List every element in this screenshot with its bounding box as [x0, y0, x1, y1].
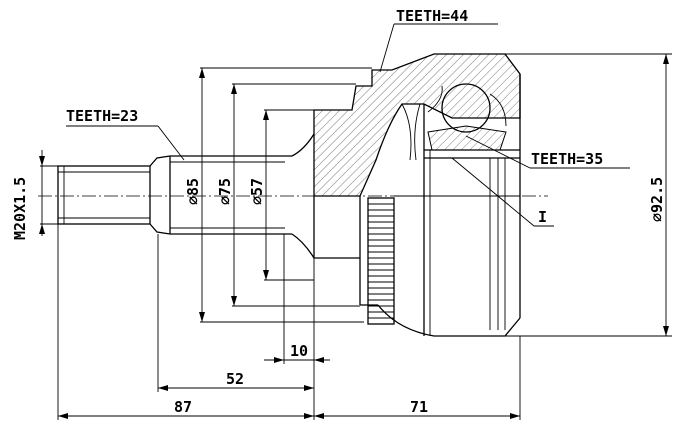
- leader-lines: [66, 23, 630, 227]
- ball-and-cage: [401, 83, 507, 161]
- len-87-label: 87: [174, 398, 192, 416]
- outer-bell-housing: [313, 53, 521, 337]
- teeth-44-label: TEETH=44: [396, 7, 468, 25]
- len-71-label: 71: [410, 398, 428, 416]
- threaded-stub: [57, 155, 171, 235]
- len-10-label: 10: [290, 342, 308, 360]
- dia-75-label: ⌀75: [216, 178, 234, 205]
- dia-85-label: ⌀85: [184, 178, 202, 205]
- dia-92-5-label: ⌀92.5: [648, 177, 666, 222]
- dia-57-label: ⌀57: [248, 178, 266, 205]
- teeth-23-label: TEETH=23: [66, 107, 138, 125]
- spline-shaft: [169, 133, 315, 259]
- length-dimension-lines: [58, 357, 520, 419]
- thread-label: M20X1.5: [11, 177, 29, 240]
- diameter-dimension-lines: [39, 54, 669, 336]
- length-extension-lines: [57, 224, 521, 420]
- detail-i-label: I: [538, 208, 547, 226]
- abs-tone-ring: [367, 197, 395, 325]
- diameter-extension-lines: [200, 53, 672, 337]
- teeth-35-label: TEETH=35: [531, 150, 603, 168]
- len-52-label: 52: [226, 370, 244, 388]
